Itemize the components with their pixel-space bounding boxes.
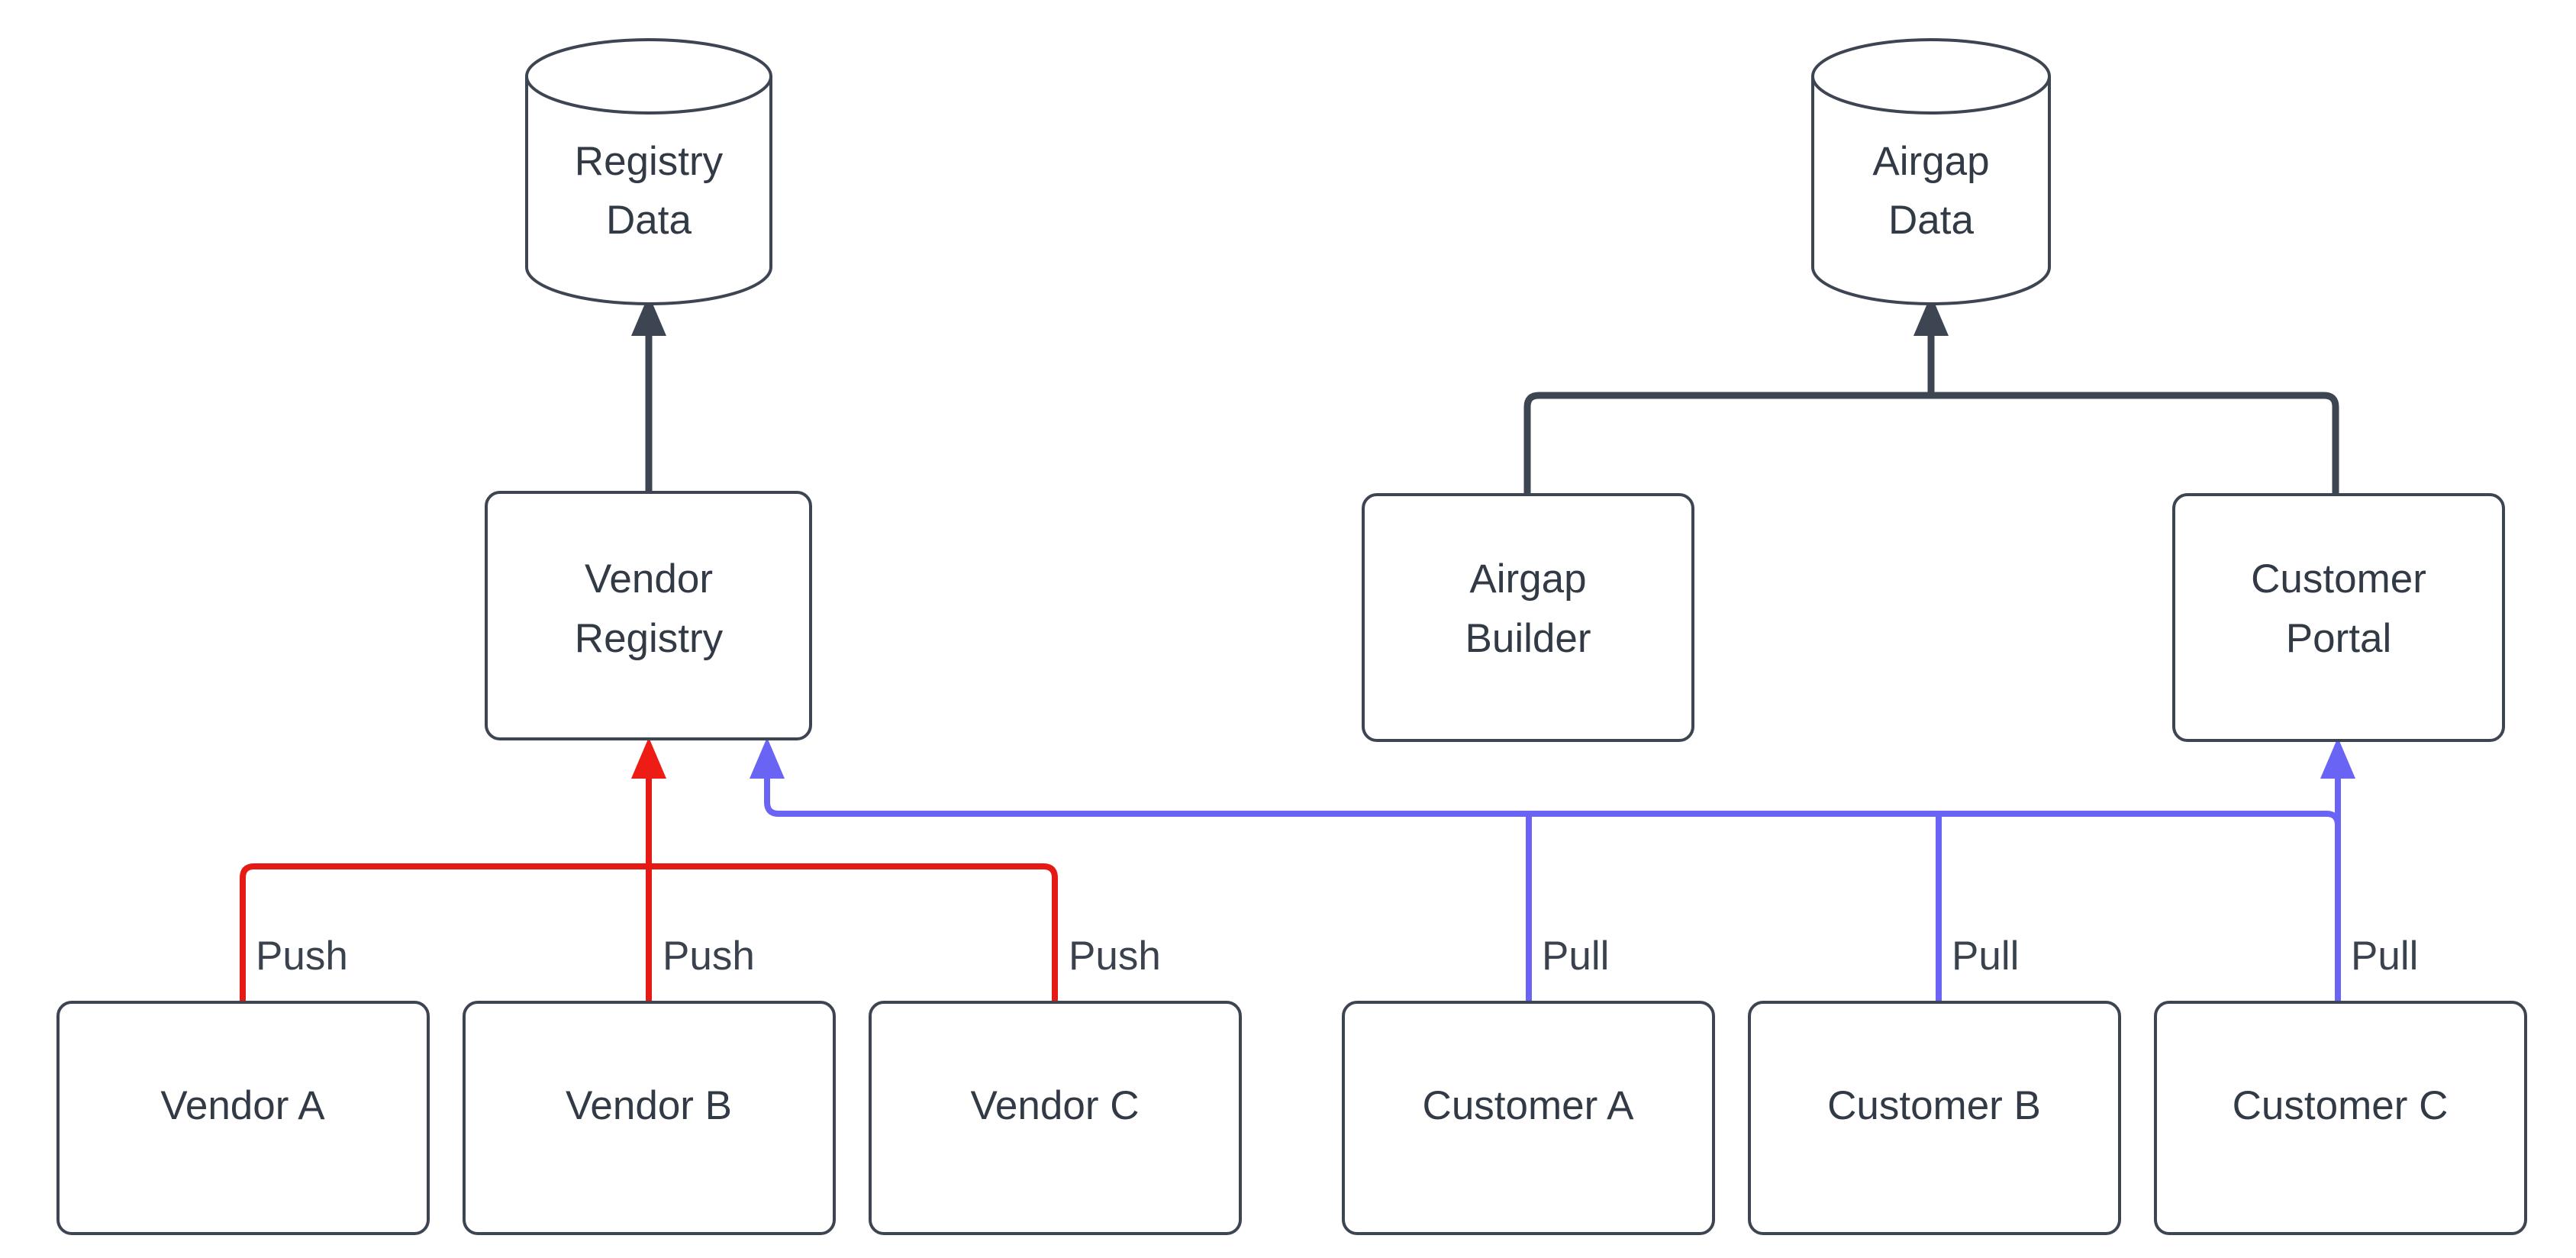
node-box xyxy=(56,1001,430,1235)
node-box xyxy=(1362,493,1694,742)
edge-vendor-registry-to-registry-data xyxy=(631,295,666,492)
node-airgap-data[interactable]: Airgap Data xyxy=(1811,38,2051,305)
edge-label-push-c: Push xyxy=(1069,934,1161,979)
node-box xyxy=(1748,1001,2121,1235)
cylinder-body xyxy=(525,76,772,305)
node-airgap-builder[interactable]: Airgap Builder xyxy=(1362,493,1694,742)
edge-group-push xyxy=(240,737,1058,1002)
node-label-line1: Registry xyxy=(575,139,724,184)
node-label: Customer A xyxy=(1423,1083,1635,1128)
arrow-head-up-icon xyxy=(631,295,666,336)
edge-label-pull-c: Pull xyxy=(2351,934,2418,979)
node-box xyxy=(1342,1001,1715,1235)
edge-bracket-path xyxy=(1523,392,2339,495)
node-label-line2: Data xyxy=(606,198,692,243)
node-box xyxy=(869,1001,1242,1235)
node-customer-portal[interactable]: Customer Portal xyxy=(2172,493,2505,742)
node-label: Customer C xyxy=(2233,1083,2449,1128)
node-vendor-b[interactable]: Vendor B xyxy=(463,1001,836,1235)
cylinder-top-ellipse xyxy=(525,38,772,115)
node-label: Customer B xyxy=(1827,1083,2041,1128)
node-label-line2: Data xyxy=(1888,198,1974,243)
cylinder-body xyxy=(1811,76,2051,305)
node-label-line2: Registry xyxy=(575,616,724,661)
node-box xyxy=(485,491,812,740)
edge-airgap-bracket-to-airgap-data xyxy=(1523,295,2339,495)
node-label: Vendor C xyxy=(971,1083,1140,1128)
edge-pull-riser-c xyxy=(2326,811,2341,1002)
edge-group-pull xyxy=(750,737,2355,1002)
edge-label-pull-b: Pull xyxy=(1952,934,2019,979)
cylinder-top-ellipse xyxy=(1811,38,2051,115)
node-box xyxy=(2154,1001,2527,1235)
node-label: Vendor B xyxy=(566,1083,732,1128)
node-label-line1: Airgap xyxy=(1872,139,1989,184)
node-vendor-registry[interactable]: Vendor Registry xyxy=(485,491,812,740)
node-box xyxy=(2172,493,2505,742)
node-label: Vendor A xyxy=(160,1083,325,1128)
edge-label-push-b: Push xyxy=(663,934,755,979)
edge-label-push-a: Push xyxy=(256,934,348,979)
node-customer-b[interactable]: Customer B xyxy=(1748,1001,2121,1235)
arrow-head-up-icon xyxy=(2320,737,2355,779)
arrow-head-up-icon xyxy=(750,737,785,779)
arrow-head-up-icon xyxy=(631,737,666,779)
node-label-line1: Airgap xyxy=(1469,556,1586,602)
edge-pull-rail-left xyxy=(764,763,2326,817)
arrow-head-up-icon xyxy=(1913,295,1949,336)
node-registry-data[interactable]: Registry Data xyxy=(525,38,772,305)
node-label-line2: Portal xyxy=(2286,616,2391,661)
node-customer-a[interactable]: Customer A xyxy=(1342,1001,1715,1235)
node-box xyxy=(463,1001,836,1235)
node-customer-c[interactable]: Customer C xyxy=(2154,1001,2527,1235)
node-vendor-c[interactable]: Vendor C xyxy=(869,1001,1242,1235)
edge-label-pull-a: Pull xyxy=(1542,934,1609,979)
node-label-line2: Builder xyxy=(1465,616,1591,661)
node-label-line1: Vendor xyxy=(585,556,713,602)
node-label-line1: Customer xyxy=(2251,556,2426,602)
node-vendor-a[interactable]: Vendor A xyxy=(56,1001,430,1235)
